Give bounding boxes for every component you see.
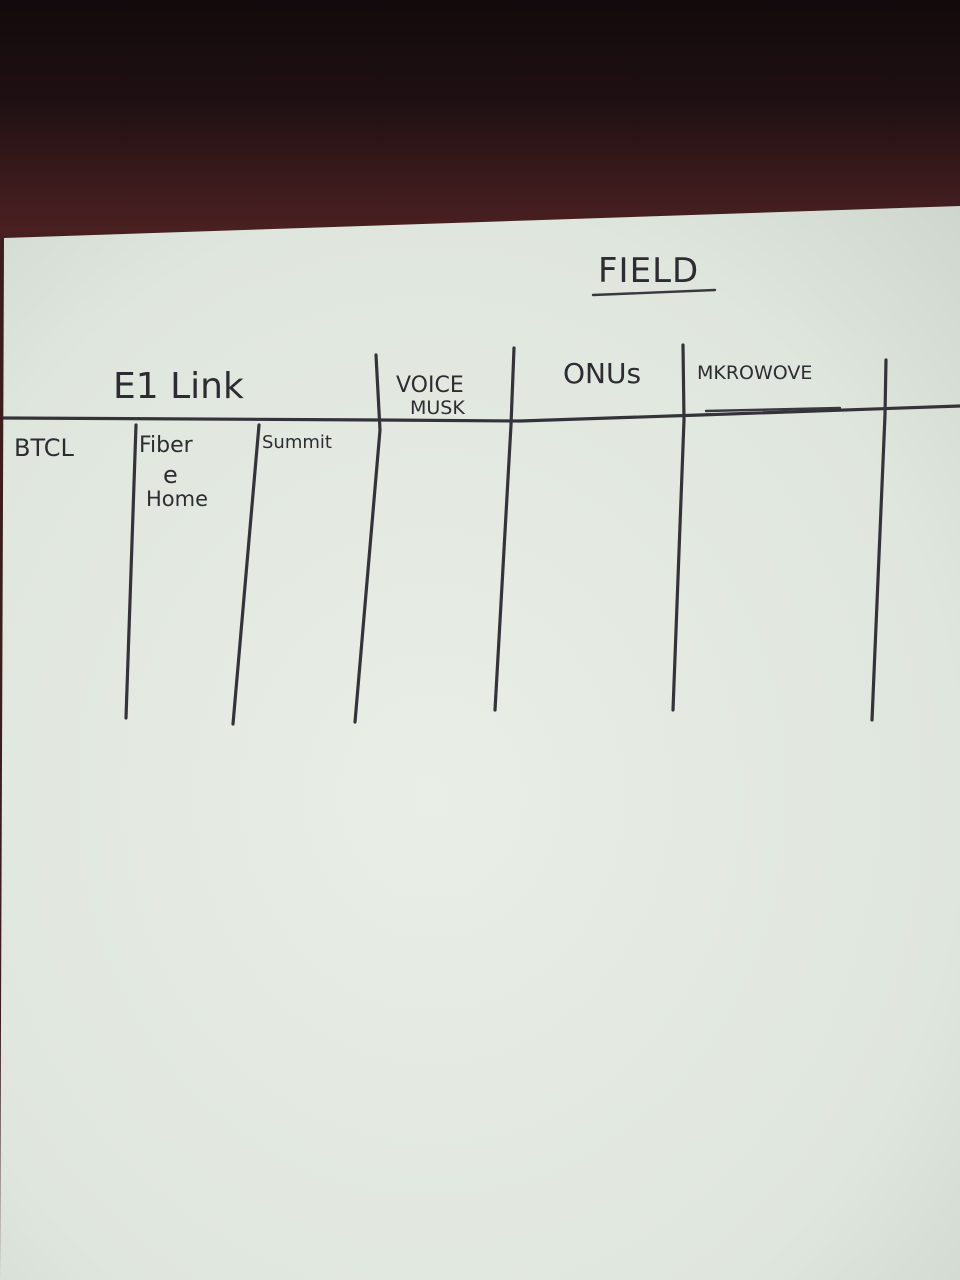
column-divider-6: [870, 358, 888, 722]
cell-fiber-line1: Fiber: [139, 433, 194, 458]
microwave-underline: [704, 406, 842, 413]
column-divider-5: [671, 343, 686, 712]
header-e1-link: E1 Link: [113, 366, 244, 407]
header-microwave: MKROWOVE: [697, 362, 812, 384]
cell-btcl: BTCL: [14, 434, 74, 462]
column-divider-2: [231, 423, 261, 726]
cell-fiber-line2: e: [163, 461, 178, 489]
cell-summit: Summit: [262, 432, 332, 453]
paper-surface: [0, 206, 960, 1280]
header-onus: ONUs: [563, 357, 641, 390]
title-underline: [591, 288, 717, 297]
header-rule: [2, 404, 960, 423]
column-divider-3: [353, 353, 382, 724]
page-title: FIELD: [598, 251, 699, 291]
column-divider-4: [493, 346, 516, 712]
cell-fiber-line3: Home: [146, 487, 208, 511]
header-musk: MUSK: [410, 397, 465, 419]
header-voice: VOICE: [396, 373, 464, 398]
column-divider-1: [124, 423, 138, 720]
